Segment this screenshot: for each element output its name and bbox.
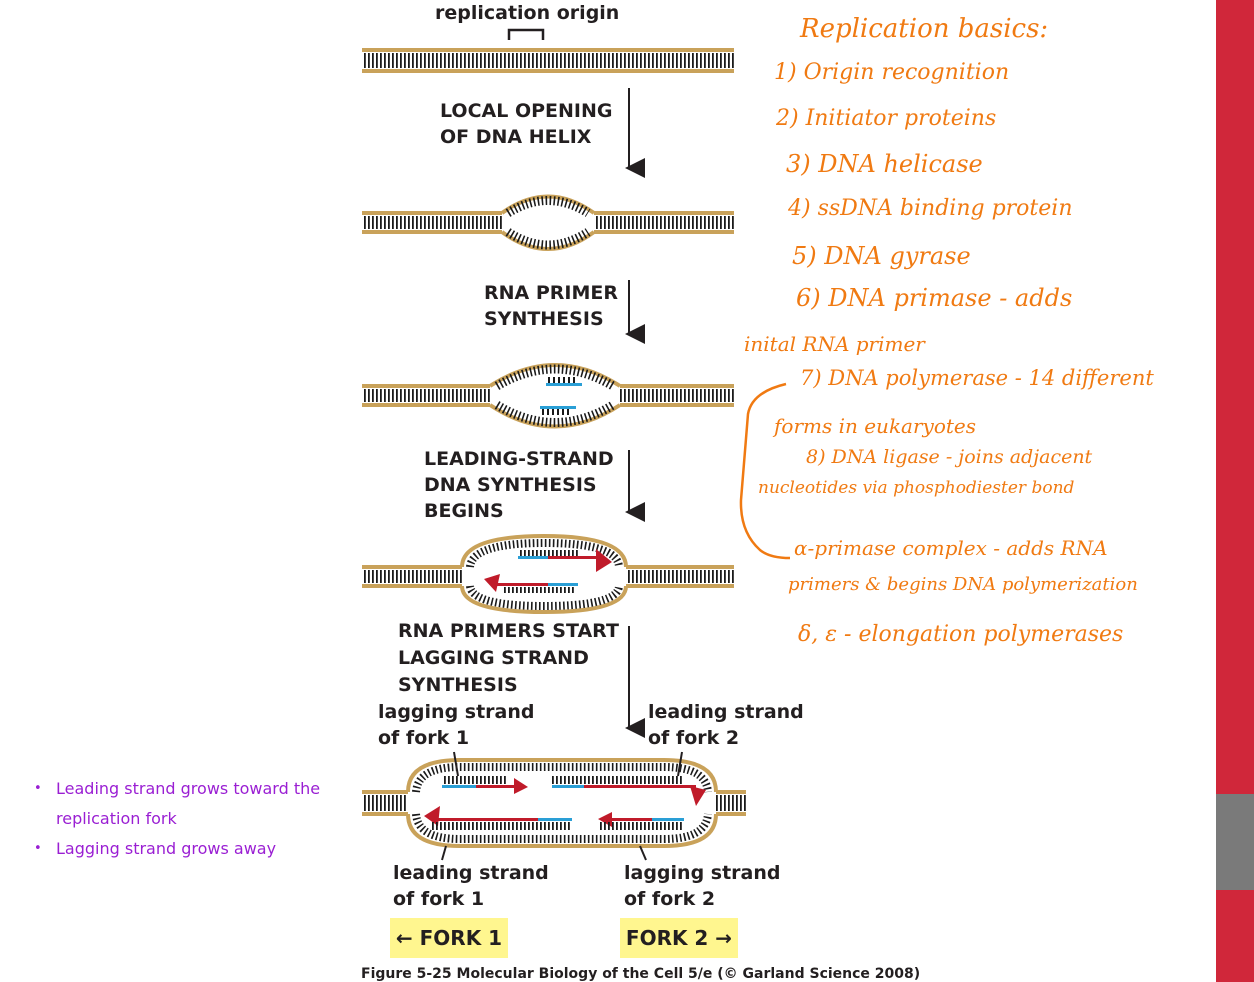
notes-item-3: 3) DNA helicase: [786, 150, 983, 178]
notes-item-5: 5) DNA gyrase: [792, 242, 971, 270]
notes-item-8: 8) DNA ligase - joins adjacent: [806, 446, 1093, 468]
dna-bubble-leading: [362, 533, 734, 615]
fork2-label-box: FORK 2 →: [620, 918, 738, 958]
bullet-notes: Leading strand grows toward the replicat…: [34, 774, 334, 864]
slide-accent-block: [1216, 794, 1254, 890]
notes-item-2: 2) Initiator proteins: [776, 106, 997, 131]
pointer-fork2-lagging: [639, 845, 647, 861]
notes-alpha-primase: α-primase complex - adds RNA: [794, 536, 1108, 560]
bullet-lagging-strand: Lagging strand grows away: [34, 834, 334, 864]
step4-label-line1: RNA PRIMERS START: [398, 620, 619, 642]
notes-alpha-primase-cont: primers & begins DNA polymerization: [788, 574, 1138, 595]
notes-item-7: 7) DNA polymerase - 14 different: [800, 366, 1154, 390]
pointer-fork2-leading: [677, 751, 683, 777]
notes-item-6: 6) DNA primase - adds: [796, 284, 1073, 312]
step2-label-line1: RNA PRIMER: [484, 282, 618, 304]
notes-item-6-cont: inital RNA primer: [744, 332, 925, 356]
step2-label-line2: SYNTHESIS: [484, 308, 604, 330]
origin-bracket: [507, 28, 545, 40]
leading-strand-right: [518, 549, 612, 572]
step3-label-line1: LEADING-STRAND: [424, 448, 614, 470]
notes-item-1: 1) Origin recognition: [774, 60, 1010, 85]
fork1-label-box: ← FORK 1: [390, 918, 508, 958]
leading-strand-left: [484, 574, 578, 593]
step1-label-line1: LOCAL OPENING: [440, 100, 613, 122]
dna-bubble-two-forks: [362, 758, 746, 848]
fork2-lagging-label-line2: of fork 2: [624, 888, 716, 910]
rna-primer-bottom: [540, 406, 576, 415]
fork2-leading-strand: [552, 776, 706, 806]
bullet-leading-strand: Leading strand grows toward the replicat…: [34, 774, 334, 834]
fork1-leading-label-line1: leading strand: [393, 862, 549, 884]
fork2-leading-label-line2: of fork 2: [648, 727, 740, 749]
fork1-leading-strand: [424, 806, 572, 830]
notes-item-7-cont: forms in eukaryotes: [774, 414, 977, 438]
handwritten-brace: [739, 382, 791, 560]
notes-item-4: 4) ssDNA binding protein: [788, 196, 1073, 221]
fork1-leading-label-line2: of fork 1: [393, 888, 485, 910]
step3-label-line3: BEGINS: [424, 500, 504, 522]
step1-label-line2: OF DNA HELIX: [440, 126, 592, 148]
fork1-lagging-label-line1: lagging strand: [378, 701, 535, 723]
notes-item-8-cont: nucleotides via phosphodiester bond: [758, 478, 1075, 498]
fork2-leading-label-line1: leading strand: [648, 701, 804, 723]
fork2-lagging-label-line1: lagging strand: [624, 862, 781, 884]
dna-duplex-origin: [362, 48, 734, 73]
step3-label-line2: DNA SYNTHESIS: [424, 474, 597, 496]
replication-origin-label: replication origin: [435, 2, 620, 24]
fork1-lagging-strand: [442, 776, 528, 794]
pointer-fork1-leading: [441, 845, 447, 861]
fork1-lagging-label-line2: of fork 1: [378, 727, 470, 749]
dna-bubble-primers: [362, 363, 734, 429]
figure-caption: Figure 5-25 Molecular Biology of the Cel…: [361, 966, 921, 982]
fork2-lagging-strand: [598, 812, 684, 830]
step4-label-line2: LAGGING STRAND: [398, 647, 589, 669]
notes-title: Replication basics:: [800, 14, 1049, 44]
rna-primer-top: [546, 377, 582, 386]
step4-label-line3: SYNTHESIS: [398, 674, 518, 696]
notes-delta-epsilon: δ, ε - elongation polymerases: [798, 622, 1124, 647]
dna-bubble-opening: [362, 194, 734, 251]
pointer-fork1-lagging: [453, 751, 459, 777]
